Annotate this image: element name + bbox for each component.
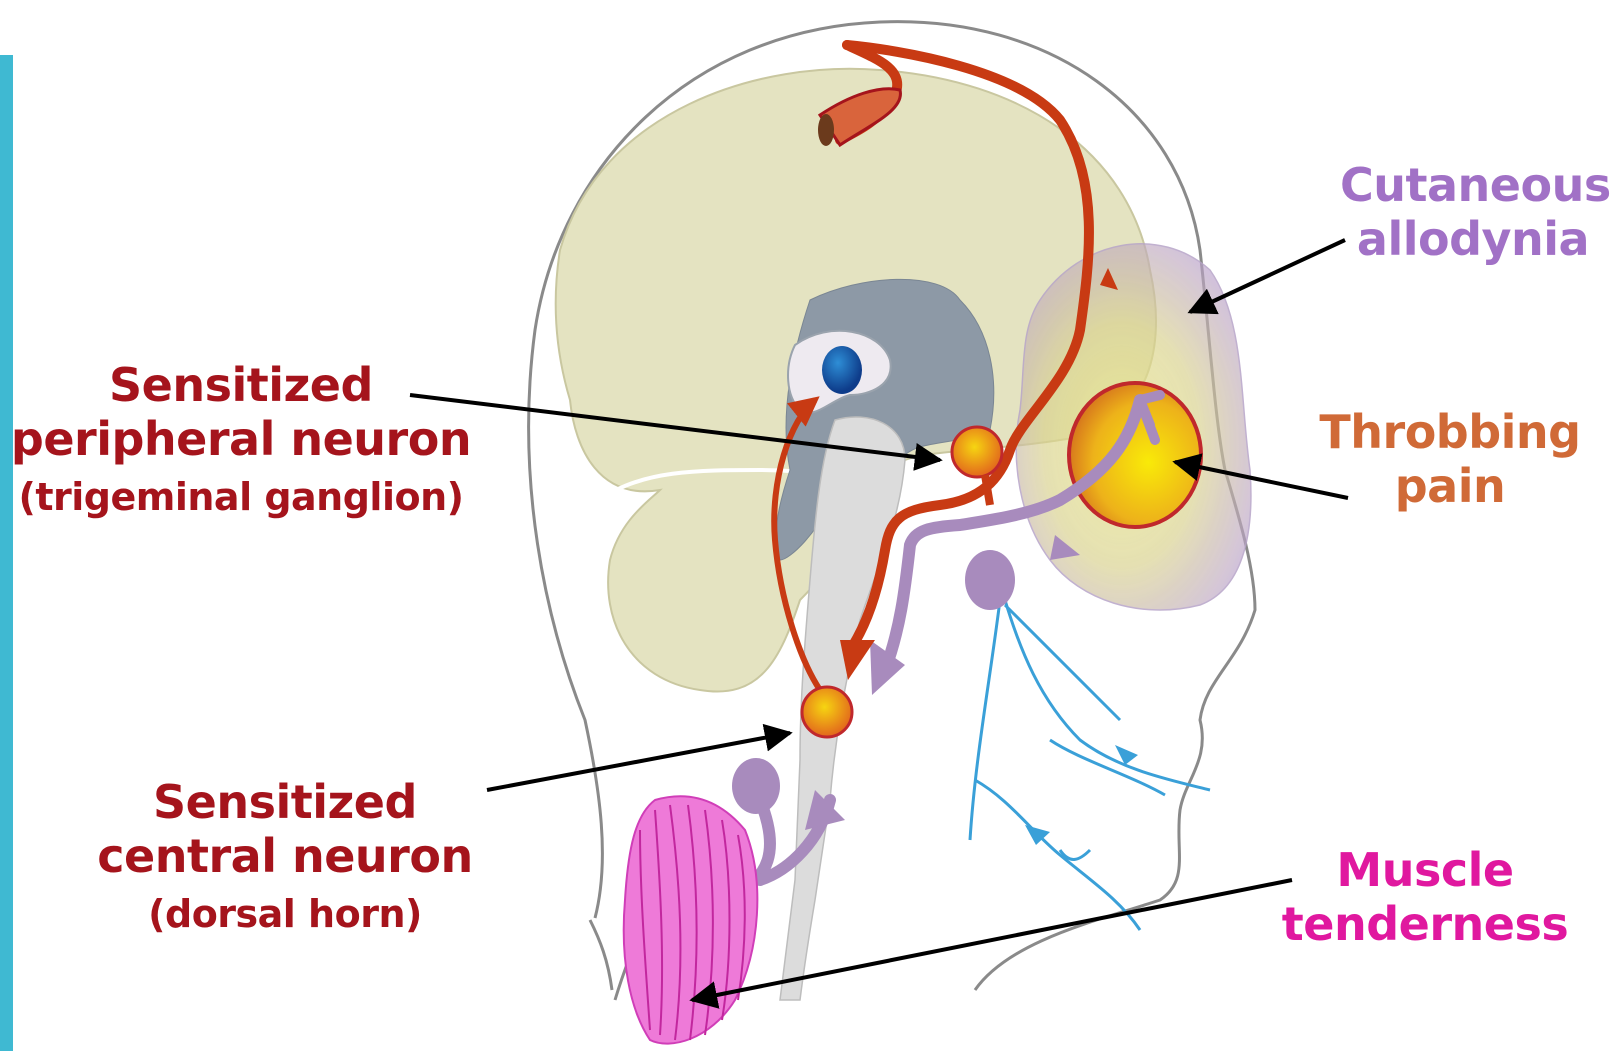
central-line1: Sensitized: [95, 775, 475, 829]
throbbing-line2: pain: [1310, 459, 1590, 513]
peripheral-line1: Sensitized: [10, 358, 472, 412]
trigeminal-ganglion-neuron: [952, 427, 1002, 477]
peripheral-line2: peripheral neuron: [10, 412, 472, 466]
back-neck-outline: [590, 920, 612, 990]
muscle-line1: Muscle: [1280, 843, 1570, 897]
central-line2: central neuron: [95, 829, 475, 883]
ganglion-stem: [985, 475, 990, 505]
purple-cell-body-face: [965, 550, 1015, 610]
muscle-line2: tenderness: [1280, 897, 1570, 951]
neck-muscle: [624, 796, 758, 1043]
label-throbbing-pain: Throbbing pain: [1310, 405, 1590, 514]
label-sensitized-peripheral-neuron: Sensitized peripheral neuron (trigeminal…: [10, 358, 472, 519]
side-bar: [0, 55, 13, 1051]
label-muscle-tenderness: Muscle tenderness: [1280, 843, 1570, 952]
purple-cell-body-neck: [732, 758, 780, 814]
peripheral-line3: (trigeminal ganglion): [10, 475, 472, 520]
throbbing-line1: Throbbing: [1310, 405, 1590, 459]
central-line3: (dorsal horn): [95, 892, 475, 937]
facial-nerve-branches: [970, 600, 1210, 930]
allodynia-line2: allodynia: [1340, 212, 1606, 266]
label-cutaneous-allodynia: Cutaneous allodynia: [1340, 158, 1606, 267]
red-vessel-end: [818, 114, 834, 146]
arrow-muscle: [692, 880, 1292, 1000]
label-sensitized-central-neuron: Sensitized central neuron (dorsal horn): [95, 775, 475, 936]
allodynia-line1: Cutaneous: [1340, 158, 1606, 212]
eye-nucleus: [822, 346, 862, 394]
dorsal-horn-neuron: [802, 687, 852, 737]
